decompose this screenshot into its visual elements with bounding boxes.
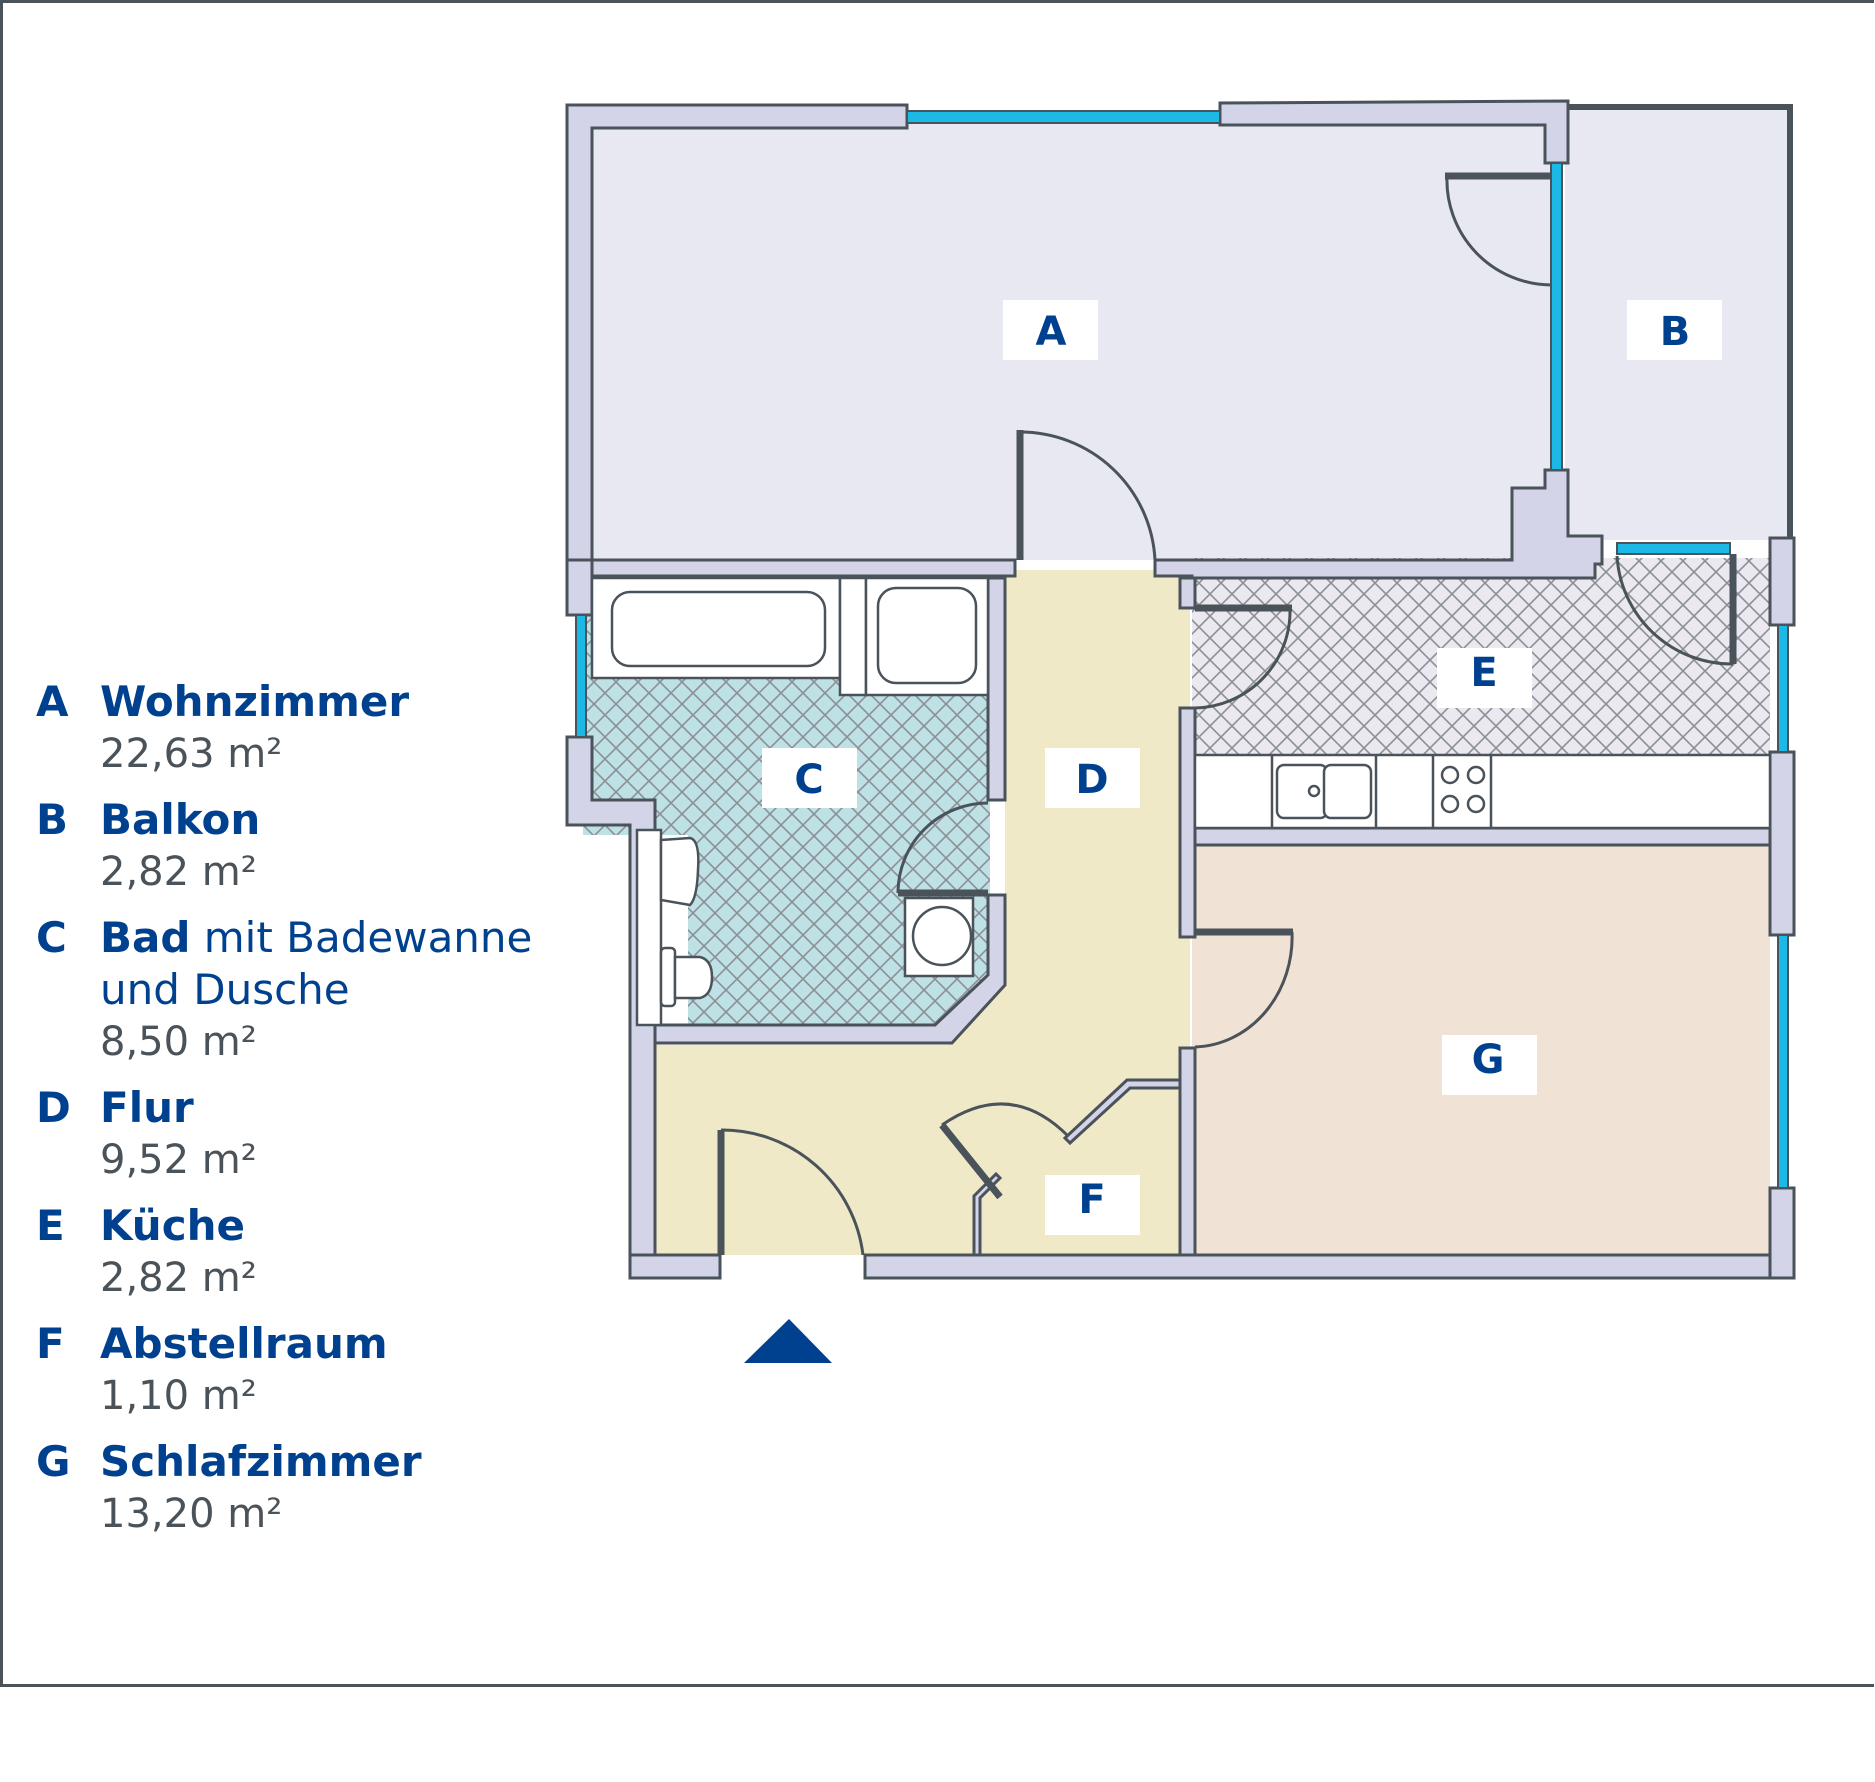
stove-burner-icon	[1440, 765, 1460, 785]
wall-c-d-lower	[653, 893, 1007, 1045]
room-label-f: F	[1045, 1175, 1140, 1235]
legend-room-description-line2: und Dusche	[100, 965, 350, 1014]
room-label-b: B	[1627, 300, 1722, 360]
legend-room-area: 9,52 m²	[100, 1137, 257, 1183]
sink-counter	[635, 828, 663, 1027]
legend-item-g: G Schlafzimmer 13,20 m²	[36, 1436, 576, 1540]
wall-bottom-right	[863, 1253, 1792, 1280]
legend-item-a: A Wohnzimmer 22,63 m²	[36, 676, 576, 780]
legend-room-area: 22,63 m²	[100, 731, 283, 777]
legend-item-c: C Bad mit Badewanne und Dusche 8,50 m²	[36, 912, 576, 1068]
room-label-d: D	[1045, 748, 1140, 808]
door-e-b-swing	[1615, 555, 1734, 666]
shower-icon	[876, 586, 978, 685]
washbasin-icon	[659, 836, 700, 907]
door-a-b-swing	[1445, 175, 1552, 287]
svg-text:D: D	[1075, 757, 1108, 803]
wall-g-right-lower	[1768, 1186, 1796, 1280]
svg-text:F: F	[1078, 1177, 1105, 1223]
svg-text:E: E	[1470, 650, 1497, 696]
legend-room-area: 1,10 m²	[100, 1373, 257, 1419]
legend-letter: A	[36, 677, 69, 726]
legend-letter: C	[36, 913, 67, 962]
legend-letter: D	[36, 1083, 71, 1132]
toilet-icon	[673, 955, 714, 1000]
svg-text:G: G	[1472, 1037, 1505, 1083]
window-a-b	[1550, 162, 1563, 471]
svg-text:B: B	[1660, 309, 1691, 355]
wall-f-left	[972, 1171, 1003, 1257]
tub-divider	[838, 576, 868, 697]
legend-room-description: mit Badewanne	[190, 913, 533, 962]
svg-text:A: A	[1036, 309, 1067, 355]
door-a-d-swing	[1019, 430, 1157, 561]
wall-e-right-upper	[1768, 536, 1796, 627]
legend-room-name: Flur	[100, 1083, 194, 1132]
window-b-bottom	[1616, 542, 1731, 555]
window-c-left	[575, 614, 587, 738]
plan-frame	[0, 0, 1874, 1687]
window-a-top	[906, 110, 1221, 124]
legend-room-area: 2,82 m²	[100, 1255, 257, 1301]
door-d-g-swing	[1194, 931, 1294, 1049]
legend-item-f: F Abstellraum 1,10 m²	[36, 1318, 576, 1422]
wall-e-right-lower	[1768, 750, 1796, 937]
legend-room-name: Bad	[100, 913, 191, 962]
door-f-leaf	[939, 1122, 1003, 1200]
wall-d-e-lower	[1178, 706, 1197, 939]
toilet-tank	[659, 946, 677, 1008]
legend-item-b: B Balkon 2,82 m²	[36, 794, 576, 898]
wall-a-top-right	[1218, 99, 1570, 165]
svg-text:C: C	[794, 757, 823, 803]
legend-room-area: 2,82 m²	[100, 849, 257, 895]
wall-f-top	[1062, 1078, 1182, 1146]
legend-room-name: Schlafzimmer	[100, 1437, 422, 1486]
legend-room-name: Wohnzimmer	[100, 677, 410, 726]
room-label-a: A	[1003, 300, 1098, 360]
kitchen-sink-right-icon	[1322, 763, 1373, 820]
legend-room-name: Balkon	[100, 795, 261, 844]
window-g-right	[1777, 934, 1789, 1189]
wall-c-left-upper	[565, 558, 594, 617]
legend-letter: B	[36, 795, 69, 844]
wall-d-e-upper	[1178, 576, 1197, 610]
legend-item-e: E Küche 2,82 m²	[36, 1200, 576, 1304]
legend-item-d: D Flur 9,52 m²	[36, 1082, 576, 1186]
window-e-right	[1777, 624, 1789, 753]
room-d-floor	[655, 570, 1190, 1255]
wall-d-g-lower	[1178, 1046, 1197, 1257]
room-label-c: C	[762, 748, 857, 808]
room-label-g: G	[1442, 1035, 1537, 1095]
legend-room-area: 8,50 m²	[100, 1019, 257, 1065]
door-entrance-swing	[720, 1128, 865, 1256]
room-legend: A Wohnzimmer 22,63 m² B Balkon 2,82 m² C…	[36, 676, 576, 1554]
door-d-e-swing	[1194, 607, 1292, 710]
wall-a-bottom	[590, 558, 1017, 578]
balcony-railing	[1568, 104, 1793, 537]
wall-bottom-left	[628, 1253, 722, 1280]
door-c-d-swing	[896, 801, 989, 894]
legend-letter: F	[36, 1319, 65, 1368]
door-f-swing	[941, 1102, 1070, 1138]
legend-room-name: Küche	[100, 1201, 245, 1250]
legend-room-area: 13,20 m²	[100, 1491, 283, 1537]
wall-e-g	[1193, 826, 1772, 847]
legend-letter: G	[36, 1437, 71, 1486]
entrance-arrow-icon	[744, 1319, 832, 1363]
washing-machine-drum-icon	[911, 905, 973, 967]
bathtub-icon	[610, 590, 827, 668]
wall-c-d-upper	[986, 576, 1007, 802]
legend-letter: E	[36, 1201, 65, 1250]
room-label-e: E	[1437, 648, 1532, 708]
legend-room-name: Abstellraum	[100, 1319, 388, 1368]
